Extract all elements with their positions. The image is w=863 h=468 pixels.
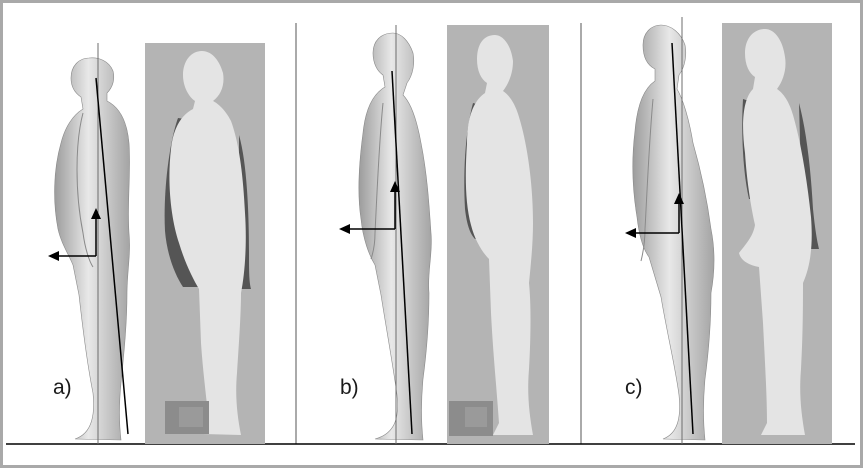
arrowhead-left-c [625,228,636,238]
panel-c [625,17,832,444]
figure-canvas [3,3,860,465]
body-scan-b [359,33,432,440]
panel-label-c: c) [625,376,643,400]
arrowhead-left-b [339,224,350,234]
marker-inner-a [179,407,203,427]
panel-label-a: a) [53,376,72,400]
panel-a [48,43,265,444]
panel-label-b: b) [340,376,359,400]
panel-b [339,25,549,444]
arrowhead-left-a [48,251,59,261]
marker-inner-b [465,407,487,427]
